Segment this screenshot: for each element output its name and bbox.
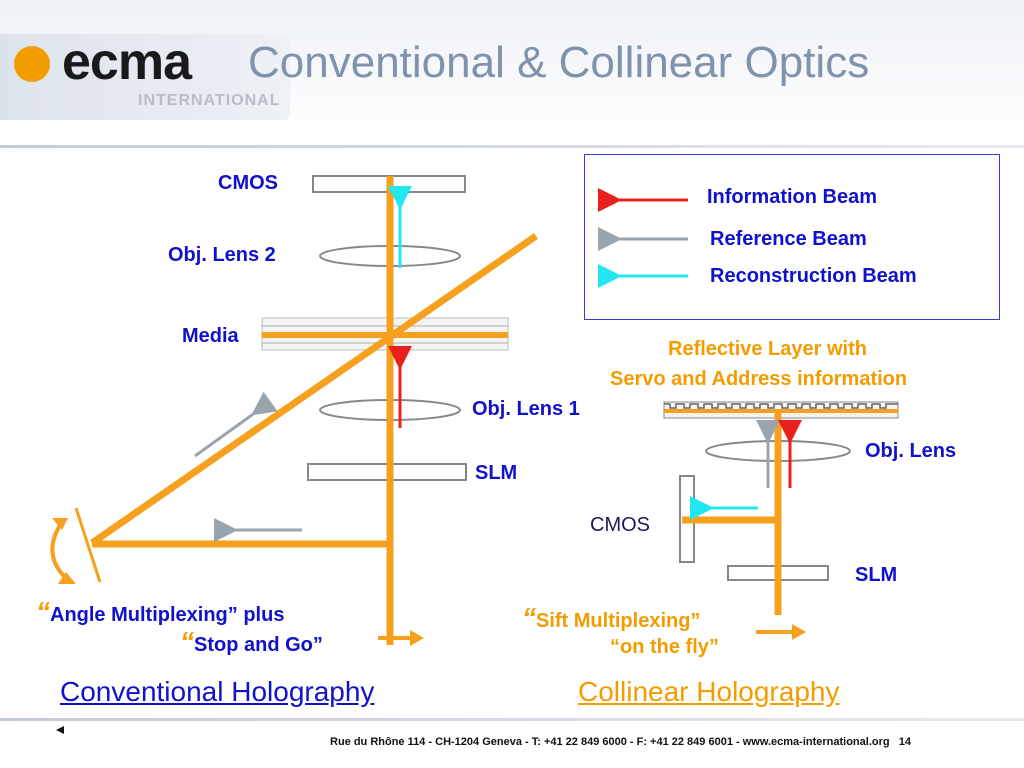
conv-tilt-arrowhead-bottom	[58, 572, 76, 584]
conv-stop-go-arrowhead	[410, 630, 424, 646]
coll-servo-pattern	[664, 403, 898, 409]
logo-box	[0, 34, 290, 120]
conv-media-label: Media	[182, 325, 239, 347]
logo-dot-icon	[14, 46, 50, 82]
footer-address: Rue du Rhône 114 - CH-1204 Geneva - T: +…	[330, 736, 890, 748]
legend-box	[584, 154, 1000, 320]
conv-slm-label: SLM	[475, 462, 518, 484]
coll-slm-label: SLM	[855, 564, 898, 586]
conv-tilt-arrow	[50, 520, 70, 582]
coll-reflective-line2: Servo and Address information	[610, 368, 908, 390]
legend-recon-label: Reconstruction Beam	[710, 265, 917, 287]
conv-caption-text1: Angle Multiplexing” plus	[50, 604, 285, 626]
conv-caption-quote1: “	[36, 596, 50, 627]
legend-info-label: Information Beam	[707, 186, 878, 208]
conv-caption-quote2: “	[180, 626, 194, 657]
footer: Rue du Rhône 114 - CH-1204 Geneva - T: +…	[330, 736, 911, 748]
conv-caption-line2: “Stop and Go”	[180, 626, 323, 658]
coll-sift-arrowhead	[792, 624, 806, 640]
conv-lens1-label: Obj. Lens 1	[472, 398, 580, 420]
conv-diagonal-beam	[90, 233, 538, 546]
conv-cmos-label: CMOS	[218, 172, 278, 194]
conv-caption-line1: “Angle Multiplexing” plus	[36, 596, 284, 628]
logo-subtitle: INTERNATIONAL	[138, 92, 281, 109]
conv-lens2-label: Obj. Lens 2	[168, 244, 276, 266]
coll-reflective-line1: Reflective Layer with	[668, 338, 867, 360]
coll-cmos-label: CMOS	[590, 514, 650, 536]
coll-caption-line1: “Sift Multiplexing”	[522, 602, 700, 634]
coll-caption-quote1: “	[522, 602, 536, 633]
conv-mirror	[74, 507, 102, 583]
footer-page-number: 14	[898, 736, 912, 748]
bottom-divider	[0, 718, 1024, 721]
conv-caption-text2: Stop and Go”	[194, 634, 323, 656]
coll-caption-text1: Sift Multiplexing”	[536, 610, 701, 632]
coll-caption-line2: “on the fly”	[610, 636, 719, 658]
top-divider	[0, 145, 1024, 148]
prev-slide-icon[interactable]	[56, 726, 64, 734]
logo-text: ecma	[62, 33, 192, 91]
conv-heading: Conventional Holography	[60, 676, 375, 707]
coll-heading: Collinear Holography	[578, 676, 840, 707]
page-title: Conventional & Collinear Optics	[248, 38, 870, 87]
conv-reference-arrow-diagonal	[194, 391, 278, 458]
coll-lens-label: Obj. Lens	[865, 440, 957, 462]
conv-tilt-arrowhead-top	[52, 518, 68, 530]
legend-ref-label: Reference Beam	[710, 228, 867, 250]
